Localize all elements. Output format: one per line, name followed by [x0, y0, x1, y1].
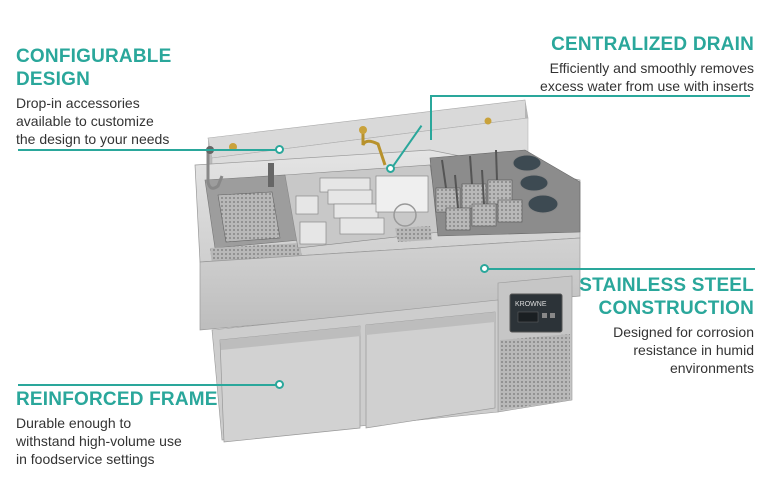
drain-callout-dot [386, 164, 395, 173]
configurable-desc: Drop-in accessories available to customi… [16, 94, 216, 148]
steel-title: STAINLESS STEEL CONSTRUCTION [534, 274, 754, 320]
feature-stainless-steel: STAINLESS STEEL CONSTRUCTION Designed fo… [534, 274, 754, 377]
brand-logo: KROWNE [515, 301, 547, 308]
steel-desc-line: resistance in humid [633, 342, 754, 358]
frame-title: REINFORCED FRAME [16, 389, 218, 410]
configurable-title-line2: DESIGN [16, 69, 91, 90]
steel-callout-dot [480, 264, 489, 273]
feature-reinforced-frame: REINFORCED FRAME Durable enough to withs… [16, 388, 246, 468]
configurable-desc-line: the design to your needs [16, 131, 170, 147]
steel-desc-line: Designed for corrosion [613, 324, 754, 340]
drain-title: CENTRALIZED DRAIN [551, 34, 754, 55]
drain-basket [217, 191, 281, 243]
configurable-title: CONFIGURABLE DESIGN [16, 45, 216, 91]
frame-desc: Durable enough to withstand high-volume … [16, 414, 246, 468]
front-panel [199, 237, 581, 331]
lid-1 [512, 154, 542, 172]
left-faucet [206, 150, 224, 190]
drain-desc-line: Efficiently and smoothly removes [549, 60, 754, 76]
drain-desc: Efficiently and smoothly removes excess … [454, 59, 754, 95]
feature-configurable-design: CONFIGURABLE DESIGN Drop-in accessories … [16, 45, 216, 148]
steel-title-line2: CONSTRUCTION [598, 298, 754, 319]
center-faucet [361, 130, 387, 166]
lid-2 [519, 174, 549, 192]
steel-title-line1: STAINLESS STEEL [579, 275, 754, 296]
frame-desc-line: withstand high-volume use [16, 433, 182, 449]
configurable-desc-line: available to customize [16, 113, 154, 129]
steel-desc: Designed for corrosion resistance in hum… [534, 323, 754, 377]
vent-grille [500, 334, 570, 410]
drain-callout-line-v [430, 95, 432, 140]
feature-centralized-drain: CENTRALIZED DRAIN Efficiently and smooth… [454, 33, 754, 95]
steel-desc-line: environments [669, 360, 754, 376]
drain-callout-line-h [430, 95, 750, 97]
frame-callout-line [18, 384, 280, 386]
configurable-desc-line: Drop-in accessories [16, 95, 140, 111]
drawer-left [219, 325, 361, 443]
configurable-callout-dot [275, 145, 284, 154]
frame-desc-line: Durable enough to [16, 415, 132, 431]
steel-callout-line [485, 268, 755, 270]
drain-desc-line: excess water from use with inserts [540, 78, 754, 94]
configurable-callout-line [18, 149, 280, 151]
frame-desc-line: in foodservice settings [16, 451, 155, 467]
configurable-title-line1: CONFIGURABLE [16, 46, 172, 67]
lid-3 [527, 194, 559, 214]
frame-callout-dot [275, 380, 284, 389]
